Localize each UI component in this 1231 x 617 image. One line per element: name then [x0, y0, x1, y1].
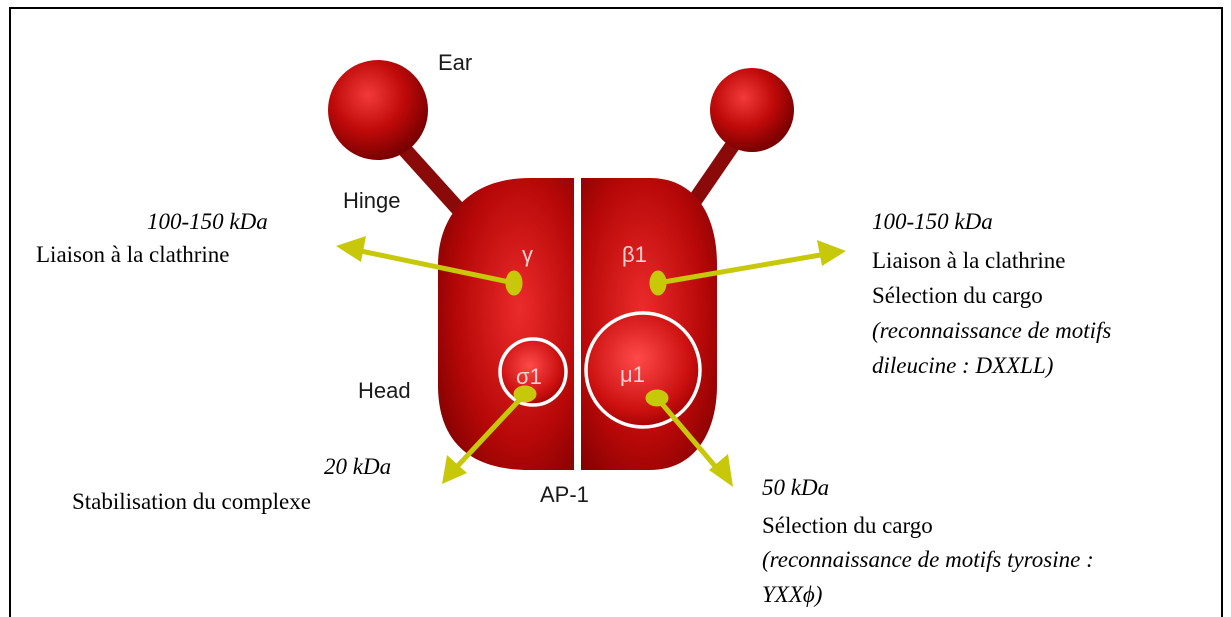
- complex-name: AP-1: [540, 482, 589, 508]
- beta1-function-1: Liaison à la clathrine: [872, 246, 1066, 276]
- sigma1-label: σ1: [516, 364, 542, 389]
- sigma1-mass: 20 kDa: [324, 452, 391, 482]
- beta1-detail-1: (reconnaissance de motifs: [872, 316, 1111, 346]
- ear-left: [328, 60, 428, 160]
- mu1-mass: 50 kDa: [762, 473, 829, 503]
- gamma-function: Liaison à la clathrine: [36, 240, 230, 270]
- head-left-lobe: [438, 178, 574, 470]
- hinge-text: Hinge: [343, 188, 400, 214]
- mu1-function: Sélection du cargo: [762, 511, 933, 541]
- mu1-detail-2: YXXϕ): [762, 580, 822, 610]
- mu1-detail-1: (reconnaissance de motifs tyrosine :: [762, 545, 1094, 575]
- mu1-label: μ1: [620, 362, 645, 387]
- head-text: Head: [358, 378, 411, 404]
- beta1-label: β1: [622, 242, 647, 267]
- gamma-label: γ: [522, 242, 533, 267]
- beta1-mass: 100-150 kDa: [872, 207, 993, 237]
- ear-right: [710, 68, 794, 152]
- gamma-mass: 100-150 kDa: [147, 207, 268, 237]
- beta1-detail-2: dileucine : DXXLL): [872, 351, 1053, 381]
- sigma1-function: Stabilisation du complexe: [72, 487, 311, 517]
- beta1-function-2: Sélection du cargo: [872, 281, 1043, 311]
- ear-text: Ear: [438, 50, 472, 76]
